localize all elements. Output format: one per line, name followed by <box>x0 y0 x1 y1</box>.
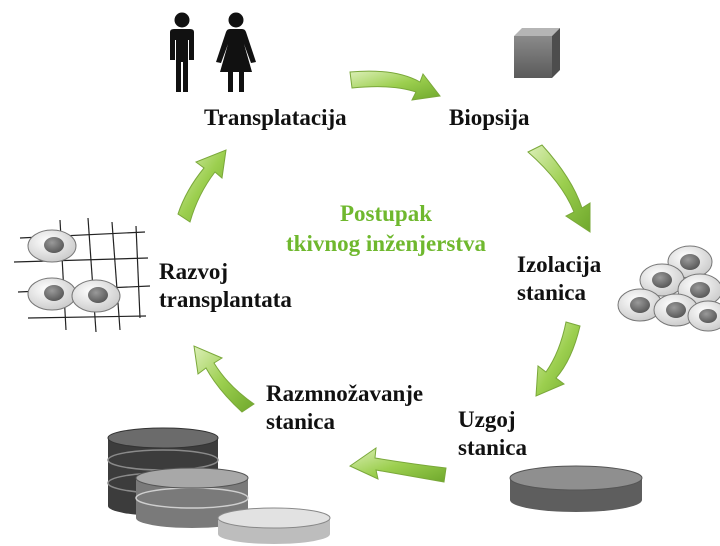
scaffold-cells-icon <box>13 217 151 333</box>
people-icon <box>170 12 256 92</box>
step-label-biopsija: Biopsija <box>449 105 530 130</box>
diagram-title-line2: tkivnog inženjerstva <box>286 231 486 256</box>
step-label-razmnozavanje: Razmnožavanje stanica <box>266 381 424 434</box>
stacked-dishes-icon <box>107 427 331 544</box>
arrow-uzgoj-to-razmnozavanje <box>348 446 447 483</box>
arrow-razmnozavanje-to-razvoj <box>193 345 255 413</box>
arrow-izolacija-to-uzgoj <box>535 321 581 397</box>
step-label-transplatacija: Transplatacija <box>204 105 347 130</box>
diagram-title-line1: Postupak <box>339 201 433 226</box>
culture-dish-icon <box>509 465 643 512</box>
diagram-title: Postupak tkivnog inženjerstva <box>236 199 536 259</box>
tissue-cube-icon <box>514 28 560 78</box>
arrow-biopsija-to-izolacija <box>527 144 591 233</box>
arrow-transplatacija-to-biopsija <box>349 70 441 101</box>
step-label-uzgoj: Uzgoj stanica <box>458 407 527 460</box>
step-label-razvoj: Razvoj transplantata <box>159 259 292 312</box>
step-label-izolacija: Izolacija stanica <box>517 252 602 305</box>
arrow-razvoj-to-transplatacija <box>177 149 227 223</box>
cell-cluster-icon <box>617 245 720 332</box>
